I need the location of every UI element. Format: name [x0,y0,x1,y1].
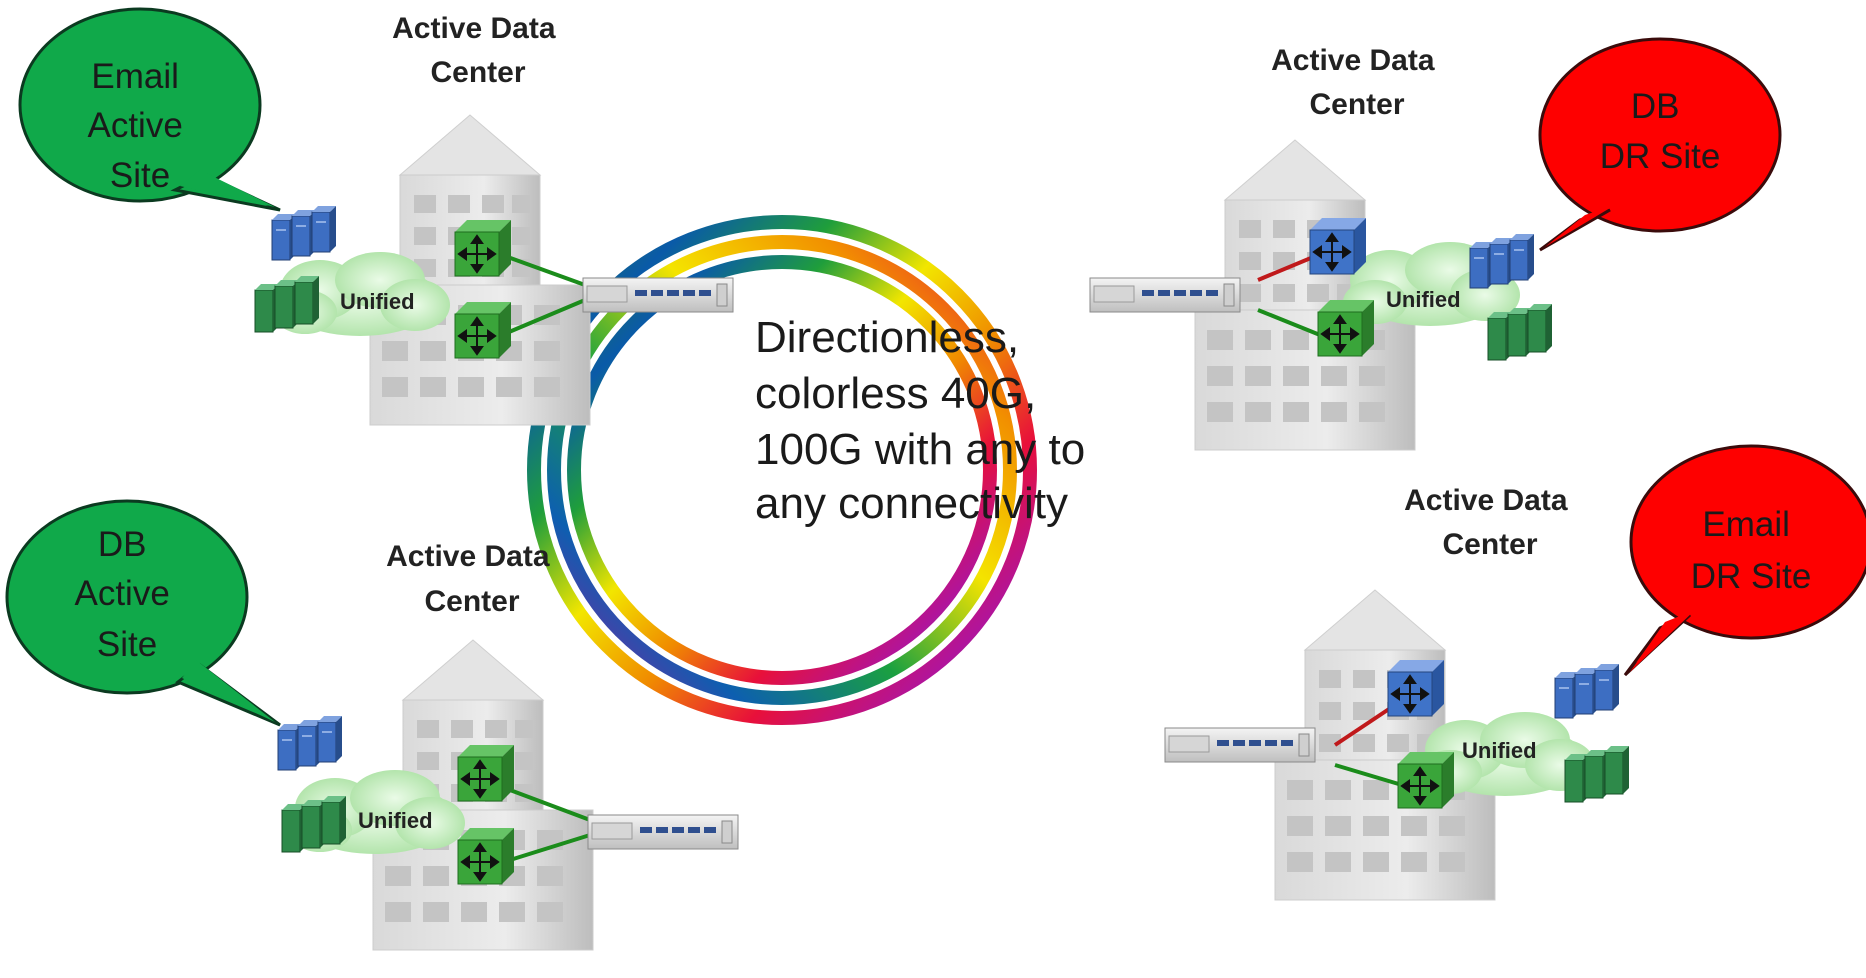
router-icon [1317,299,1375,357]
cloud-label: Unified [1386,287,1461,312]
bubble-line: DR Site [1600,137,1721,176]
ring-middle [547,235,1017,705]
server-rack-icon [271,205,337,261]
router-icon [457,827,515,885]
site-title: Active Data Center [1271,44,1443,121]
optical-ring [527,215,1037,725]
bubble-line: DB [1631,87,1680,126]
bubble-line: Active [74,574,169,613]
site-title-line: Center [1442,528,1537,561]
link-line [1257,308,1321,337]
bubble-line: DR Site [1691,557,1812,596]
router-icon [457,744,515,802]
center-line: colorless 40G, [755,369,1036,418]
router-icon [454,301,512,359]
site-title-line: Active Data [386,540,550,573]
bubble-line: Site [110,156,170,195]
optical-node-icon [587,814,739,850]
speech-bubble: Email DR Site [1623,444,1866,677]
site-title-line: Center [1309,88,1404,121]
svg-text:DB Active Site: DB Active Site [74,525,179,664]
cloud-label: Unified [340,289,415,314]
server-rack-icon [1564,745,1630,803]
site-title-line: Center [430,56,525,89]
svg-text:Email Active S: Email Active Site [87,57,192,195]
bubble-line: Active [87,106,182,145]
site-title-line: Active Data [1404,484,1568,517]
link-line [501,298,586,337]
center-line: Directionless, [755,313,1019,362]
optical-node-icon [1164,727,1316,763]
bubble-line: Email [91,57,179,96]
site-bottom-left: Active Data Center DB Active Site Unifie… [5,499,739,951]
router-icon [454,219,512,277]
optical-node-icon [1089,277,1241,313]
site-title: Active Data Center [386,540,558,618]
server-rack-icon [1487,303,1553,361]
server-rack-icon [277,715,343,771]
server-rack-icon [281,795,347,853]
optical-node-icon [582,277,734,313]
svg-text:Email DR Site: Email DR Site [1691,505,1812,596]
center-line: 100G with any to [755,425,1085,474]
bubble-line: Email [1702,505,1790,544]
site-title: Active Data Center [392,12,564,89]
site-title-line: Active Data [1271,44,1435,77]
link-line [501,253,586,287]
speech-bubble: DB Active Site [5,499,281,727]
ring-center [582,270,982,670]
ring-inner [567,255,997,685]
speech-bubble: DB DR Site [1538,37,1782,252]
cloud-label: Unified [358,808,433,833]
ring-outer [527,215,1037,725]
link-line [509,788,591,822]
speech-bubble: Email Active Site [18,7,281,212]
server-rack-icon [1469,233,1535,289]
link-line [1333,703,1397,747]
site-bottom-right: Active Data Center Email DR Site Unified [1164,444,1866,901]
site-title-line: Active Data [392,12,556,45]
center-description: Directionless, colorless 40G, 100G with … [755,313,1097,528]
site-title-line: Center [424,585,519,618]
center-line: any connectivity [755,479,1068,528]
svg-text:DB DR Site: DB DR Site [1600,87,1721,176]
server-rack-icon [1554,663,1620,719]
router-icon [1387,659,1445,717]
bubble-line: DB [98,525,147,564]
site-top-right: Active Data Center DB DR Site Unified [1089,37,1782,451]
cloud-label: Unified [1462,738,1537,763]
server-rack-icon [254,275,320,333]
site-title: Active Data Center [1404,484,1576,561]
bubble-line: Site [97,625,157,664]
link-line [509,833,591,862]
router-icon [1309,217,1367,275]
site-top-left: Active Data Center Email Active Site Uni… [18,7,734,426]
link-line [1257,253,1319,282]
router-icon [1397,751,1455,809]
link-line [1334,763,1403,787]
